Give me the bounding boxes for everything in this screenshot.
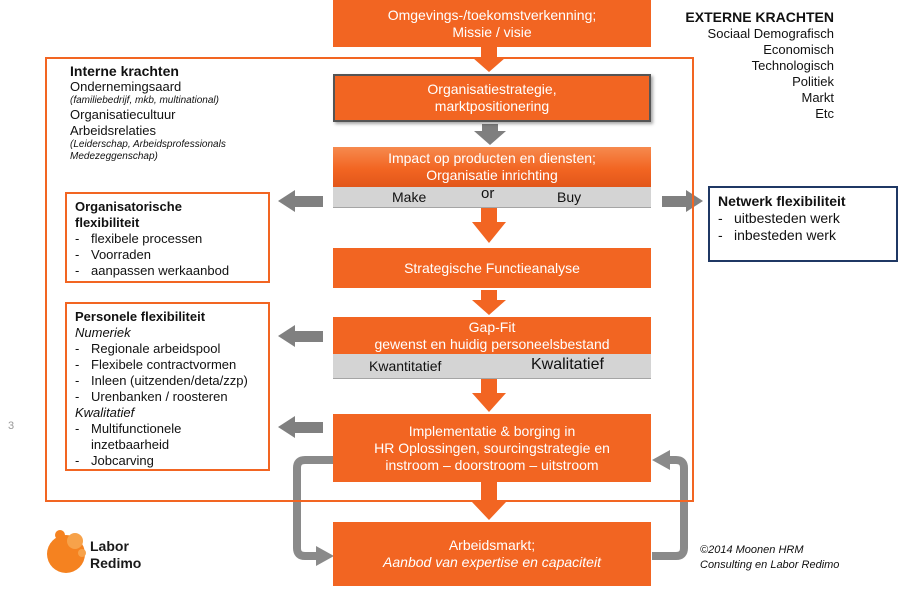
interne-frame	[45, 57, 694, 502]
loop-right-head	[652, 450, 670, 470]
externe-item: Politiek	[792, 74, 834, 89]
arbeidsmarkt-line1: Arbeidsmarkt;	[448, 537, 536, 553]
omgevings-line2: Missie / visie	[452, 23, 532, 40]
arbeidsmarkt-line2: Aanbod van expertise en capaciteit	[383, 554, 601, 570]
implementatie-line3: instroom – doorstroom – uitstroom	[385, 456, 599, 473]
page-number: 3	[8, 420, 15, 432]
implementatie-line2: HR Oplossingen, sourcingstrategie en	[374, 439, 610, 456]
numeriek-item: Flexibele contractvormen	[75, 357, 260, 373]
copyright-line2: Consulting en Labor Redimo	[700, 559, 840, 571]
strategie-line1: Organisatiestrategie,	[427, 81, 557, 97]
kwant-kwal-bar: Kwantitatief Kwalitatief	[333, 354, 651, 379]
down-arrow-1	[473, 47, 505, 72]
externe-item: Economisch	[763, 42, 834, 57]
externe-item: Sociaal Demografisch	[707, 26, 834, 41]
logo-line1: Labor	[90, 538, 129, 554]
left-arrow-implementatie	[278, 416, 323, 438]
kwalitatief-item: Jobcarving	[75, 453, 260, 469]
or-label: or	[481, 185, 495, 202]
netwerk-item: inbesteden werk	[718, 227, 888, 244]
loop-right	[652, 456, 688, 560]
org-flex-title: flexibiliteit	[75, 215, 140, 230]
kwantitatief-label: Kwantitatief	[369, 358, 442, 374]
buy-label: Buy	[557, 189, 582, 205]
pers-flex-title: Personele flexibiliteit	[75, 309, 206, 324]
org-flex-item: aanpassen werkaanbod	[75, 263, 260, 279]
interne-line3-note: Medezeggenschap)	[70, 151, 158, 162]
down-arrow-4	[472, 290, 506, 315]
interne-line2: Organisatiecultuur	[70, 107, 176, 122]
numeriek-label: Numeriek	[75, 325, 131, 340]
netwerk-flex-box: Netwerk flexibiliteit uitbesteden werk i…	[708, 186, 898, 262]
gapfit-line1: Gap-Fit	[468, 318, 516, 335]
functieanalyse-box: Strategische Functieanalyse	[333, 248, 651, 288]
logo-line2: Redimo	[90, 555, 142, 571]
externe-item: Markt	[801, 90, 835, 105]
interne-line3: Arbeidsrelaties	[70, 123, 156, 138]
logo-circles-icon	[47, 530, 86, 573]
interne-line3-note: (Leiderschap, Arbeidsprofessionals	[70, 139, 226, 150]
org-flex-item: Voorraden	[75, 247, 260, 263]
omgevings-line1: Omgevings-/toekomstverkenning;	[387, 6, 597, 23]
down-arrow-5	[472, 377, 506, 412]
strategie-line2: marktpositionering	[434, 98, 550, 114]
externe-item: Etc	[815, 106, 834, 121]
gapfit-box: Gap-Fit gewenst en huidig personeelsbest…	[333, 317, 651, 354]
down-arrow-2	[474, 124, 506, 145]
interne-title: Interne krachten	[70, 63, 179, 79]
netwerk-item: uitbesteden werk	[718, 210, 888, 227]
interne-line1: Ondernemingsaard	[70, 79, 182, 94]
make-label: Make	[392, 189, 427, 205]
make-or-buy-bar: Make or Buy	[333, 185, 651, 208]
omgevings-box: Omgevings-/toekomstverkenning; Missie / …	[333, 0, 651, 47]
externe-item: Technologisch	[751, 58, 834, 73]
org-flex-title: Organisatorische	[75, 199, 182, 214]
impact-line2: Organisatie inrichting	[426, 167, 558, 183]
pers-flex-box: Personele flexibiliteit Numeriek Regiona…	[65, 302, 270, 471]
org-flex-box: Organisatorische flexibiliteit flexibele…	[65, 192, 270, 283]
implementatie-line1: Implementatie & borging in	[408, 422, 576, 439]
kwalitatief-item-cont-text: inzetbaarheid	[91, 437, 170, 452]
implementatie-box: Implementatie & borging in HR Oplossinge…	[333, 414, 651, 482]
functieanalyse-label: Strategische Functieanalyse	[404, 259, 580, 276]
copyright: ©2014 Moonen HRM Consulting en Labor Red…	[700, 543, 839, 573]
org-flex-item: flexibele processen	[75, 231, 260, 247]
numeriek-item: Urenbanken / roosteren	[75, 389, 260, 405]
numeriek-item: Regionale arbeidspool	[75, 341, 260, 357]
loop-left-head	[316, 546, 334, 566]
kwalitatief-sub-label: Kwalitatief	[75, 405, 135, 420]
interne-krachten: Interne krachten Ondernemingsaard (famil…	[70, 63, 226, 163]
interne-line1-note: (familiebedrijf, mkb, multinational)	[70, 95, 219, 106]
kwalitatief-label: Kwalitatief	[531, 356, 604, 373]
kwalitatief-item-cont: inzetbaarheid	[75, 437, 260, 453]
kwalitatief-item: Multifunctionele	[75, 421, 260, 437]
left-arrow-pers-flex	[278, 325, 323, 347]
netwerk-title: Netwerk flexibiliteit	[718, 193, 846, 209]
labor-redimo-logo: Labor Redimo	[42, 525, 172, 575]
copyright-line1: ©2014 Moonen HRM	[700, 544, 804, 556]
numeriek-item: Inleen (uitzenden/deta/zzp)	[75, 373, 260, 389]
gapfit-line2: gewenst en huidig personeelsbestand	[374, 335, 610, 352]
externe-krachten: EXTERNE KRACHTEN Sociaal Demografisch Ec…	[685, 9, 834, 122]
left-arrow-org-flex	[278, 190, 323, 212]
arbeidsmarkt-box: Arbeidsmarkt; Aanbod van expertise en ca…	[333, 522, 651, 586]
externe-title: EXTERNE KRACHTEN	[685, 9, 834, 25]
strategie-box: Organisatiestrategie, marktpositionering	[333, 74, 651, 122]
impact-box: Impact op producten en diensten; Organis…	[333, 147, 651, 187]
down-arrow-3	[472, 208, 506, 243]
logo-text: Labor Redimo	[90, 538, 141, 572]
loop-left	[293, 456, 334, 560]
impact-line1: Impact op producten en diensten;	[388, 150, 596, 166]
